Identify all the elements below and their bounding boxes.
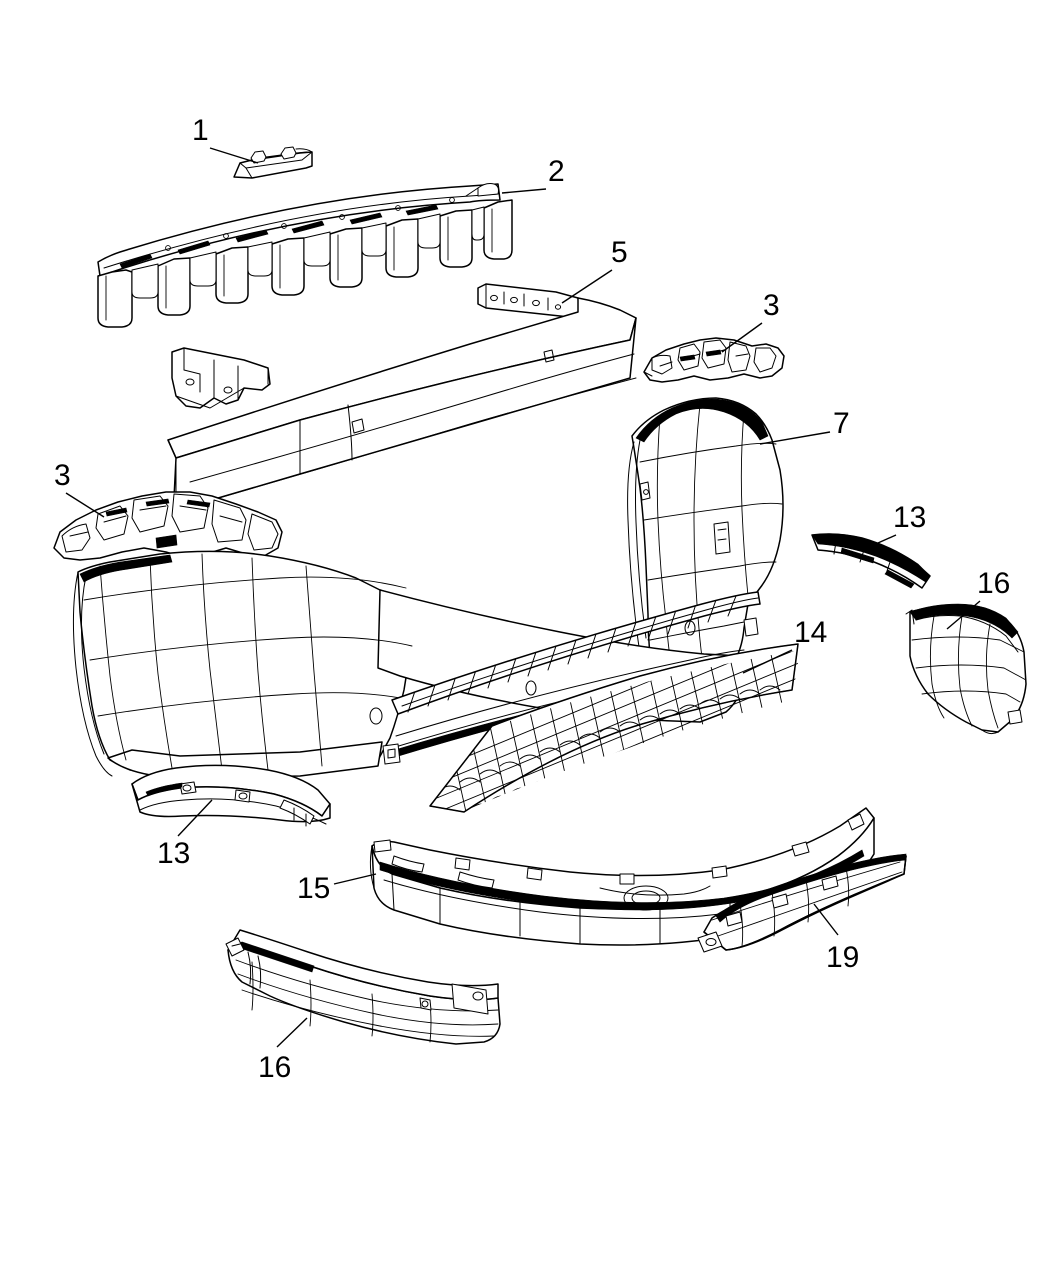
part-end-cap-left	[225, 929, 501, 1045]
part-bracket-left	[53, 491, 283, 561]
callout-number-5: 5	[611, 236, 628, 269]
callout-number-16-right: 16	[977, 567, 1011, 600]
leader-lines	[65, 147, 981, 1048]
callout-number-19: 19	[826, 941, 860, 974]
part-reinforcement-beam	[167, 283, 637, 509]
part-lower-valance	[369, 807, 875, 946]
part-lower-extension	[697, 853, 907, 953]
callout-number-3-left: 3	[54, 459, 71, 492]
callout-number-13-right: 13	[893, 501, 927, 534]
part-energy-absorber-pad	[233, 146, 313, 179]
callout-number-2: 2	[548, 155, 565, 188]
callout-number-13-left: 13	[157, 837, 191, 870]
callout-number-7: 7	[833, 407, 850, 440]
callout-number-14: 14	[794, 616, 828, 649]
part-bracket-right	[643, 337, 785, 383]
callout-number-3-right: 3	[763, 289, 780, 322]
part-energy-absorber	[97, 183, 513, 328]
callout-number-1: 1	[192, 114, 209, 147]
callout-number-15: 15	[297, 872, 331, 905]
callout-number-16-left: 16	[258, 1051, 292, 1084]
part-applique-left	[131, 764, 331, 827]
part-applique-right	[811, 533, 931, 589]
part-step-pad-mesh	[429, 643, 800, 813]
part-end-cap-right	[905, 603, 1027, 735]
